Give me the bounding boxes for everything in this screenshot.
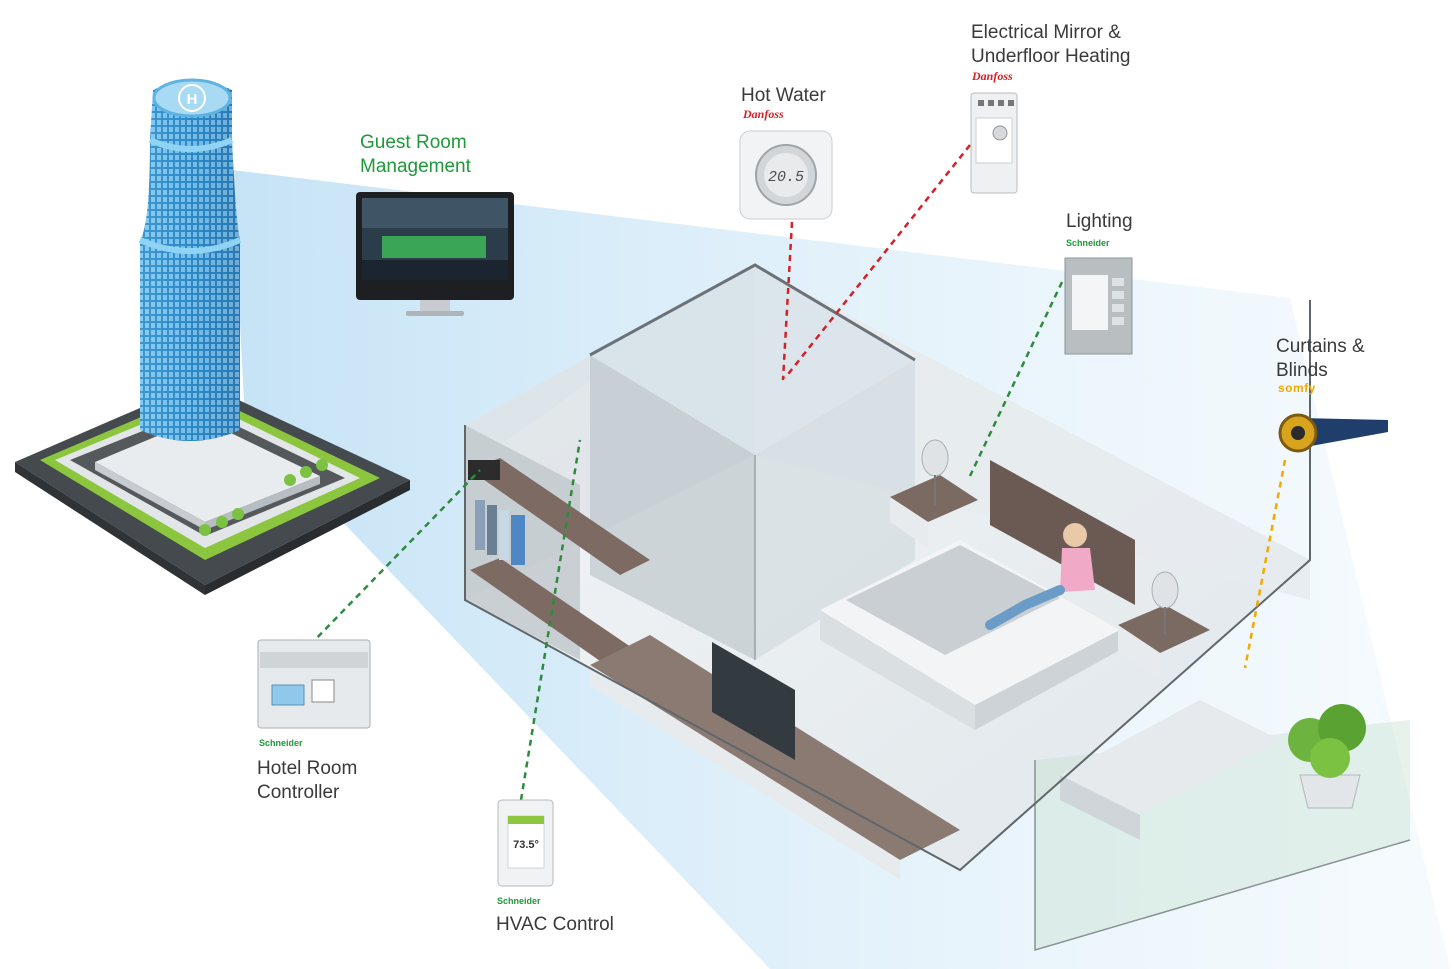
label-hotel-room-controller: Hotel Room Controller bbox=[257, 758, 358, 803]
management-monitor bbox=[356, 192, 514, 316]
schneider-logo-hvac: Schneider bbox=[497, 896, 541, 906]
label-mirror-heating: Electrical Mirror & Underfloor Heating bbox=[971, 22, 1131, 67]
link-mirror-heating bbox=[784, 144, 971, 379]
curtain-motor bbox=[1278, 413, 1388, 453]
lighting-keypad bbox=[1064, 257, 1133, 355]
hotel-room-cutaway bbox=[464, 263, 1411, 952]
connection-lines bbox=[309, 144, 1287, 801]
link-lighting bbox=[968, 281, 1064, 477]
thermostat-reading: 20.5 bbox=[768, 169, 804, 186]
hvac-thermostat-device bbox=[497, 799, 554, 887]
helipad-letter: H bbox=[187, 91, 198, 108]
label-curtains-blinds: Curtains & Blinds bbox=[1276, 336, 1365, 381]
link-hotel-controller bbox=[309, 469, 481, 646]
label-hot-water: Hot Water bbox=[741, 85, 826, 106]
link-curtains bbox=[1243, 459, 1287, 669]
din-heating-controller bbox=[970, 92, 1018, 194]
label-hvac-control: HVAC Control bbox=[496, 914, 614, 935]
link-hot-water bbox=[781, 221, 794, 381]
schneider-logo-lighting: Schneider bbox=[1066, 238, 1110, 248]
thermostat-device bbox=[739, 130, 833, 220]
link-hvac bbox=[519, 439, 582, 801]
hotel-tower-block bbox=[15, 78, 410, 595]
danfoss-logo-2: Danfoss bbox=[972, 69, 1013, 83]
somfy-logo: somfy bbox=[1278, 381, 1316, 395]
schneider-logo-controller: Schneider bbox=[259, 738, 303, 748]
label-lighting: Lighting bbox=[1066, 211, 1133, 232]
hvac-reading: 73.5° bbox=[513, 839, 539, 851]
room-controller-device bbox=[257, 639, 371, 729]
label-guest-room-management: Guest Room Management bbox=[360, 132, 471, 177]
danfoss-logo: Danfoss bbox=[743, 107, 784, 121]
